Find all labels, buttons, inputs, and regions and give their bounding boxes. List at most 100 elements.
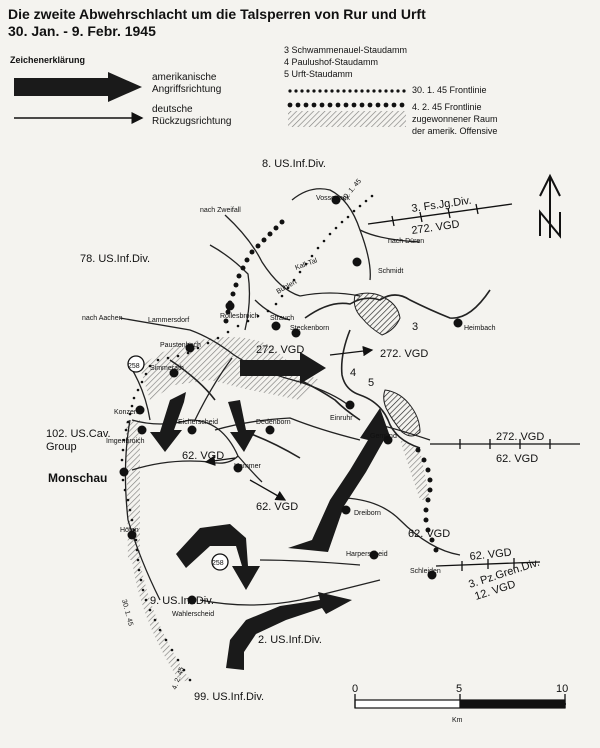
place-strauch: Strauch [270, 315, 294, 322]
town-schmidt [352, 257, 362, 267]
dam-number-3: 3 [412, 321, 418, 333]
town-steckenborn [291, 328, 301, 338]
place-lammersdorf: Lammersdorf [148, 317, 189, 324]
place-simmerath: Simmerath [150, 365, 184, 372]
town-schleiden [427, 570, 437, 580]
legend-dam-3: 3 Schwammenauel-Staudamm [284, 45, 408, 55]
town-monschau [119, 467, 129, 477]
place-gemuend: Gemünd [370, 433, 397, 440]
german-unit-boundaries [367, 203, 580, 571]
place-konzen: Konzen [114, 409, 138, 416]
town-rollesbroich [225, 301, 235, 311]
town-konzen [135, 405, 145, 415]
german-retreat-arrows [204, 345, 374, 501]
unit-272-vgd-center: 272. VGD [256, 344, 304, 356]
place-heimbach: Heimbach [464, 325, 496, 332]
place-rollesbroich: Rollesbroich [220, 313, 259, 320]
attack-arrow-einruhr [288, 408, 392, 552]
place-harperscheid: Harperscheid [346, 551, 388, 558]
legend-gained-area: zugewonnener Raum der amerik. Offensive [412, 114, 498, 136]
scale-label-5: 5 [456, 683, 462, 695]
place-hammer: Hammer [234, 463, 262, 470]
dam-number-5: 5 [368, 377, 374, 389]
unit-62-vgd-middle: 62. VGD [256, 501, 298, 513]
scale-label-10: 10 [556, 683, 568, 695]
legend-gained-area-swatch [288, 111, 406, 127]
place-buehlert: Bühlert [276, 279, 299, 296]
front-date-north: 30. 1. 45 [340, 178, 363, 203]
legend-retreat-label: deutsche Rückzugsrichtung [152, 104, 232, 127]
unit-62-vgd-west: 62. VGD [182, 450, 224, 462]
town-eicherscheid [187, 425, 197, 435]
unit-9-us-inf-div: 9. US.Inf.Div. [150, 595, 214, 607]
town-hoefen [127, 530, 137, 540]
legend-front-1: 30. 1. 45 Frontlinie [412, 85, 487, 95]
town-dedenborn [265, 425, 275, 435]
town-heimbach [453, 318, 463, 328]
title-line-2: 30. Jan. - 9. Febr. 1945 [8, 23, 156, 39]
scale-labels: 0 5 10 Km [352, 683, 568, 724]
unit-labels: 8. US.Inf.Div. 78. US.Inf.Div. 3. Fs.Jg.… [46, 158, 544, 703]
scale-label-0: 0 [352, 683, 358, 695]
town-lammersdorf [185, 343, 195, 353]
unit-62-vgd-south: 62. VGD [408, 528, 450, 540]
unit-272-vgd-east: 272. VGD [380, 348, 428, 360]
unit-3-fs-jg-div: 3. Fs.Jg.Div. [411, 195, 472, 215]
attack-arrow-wahlerscheid [226, 592, 352, 670]
place-imgenbroich: Imgenbroich [106, 438, 145, 445]
front-date-west: 30. 1. 45 [120, 599, 134, 627]
place-steckenborn: Steckenborn [290, 325, 329, 332]
legend-symbols [14, 72, 406, 127]
gained-area [126, 336, 430, 682]
unit-2-us-inf-div: 2. US.Inf.Div. [258, 634, 322, 646]
place-wahlerscheid: Wahlerscheid [172, 611, 214, 618]
town-strauch [271, 321, 281, 331]
place-eicherscheid: Eicherscheid [178, 419, 218, 426]
front-line-4-2-45 [223, 219, 439, 553]
route-258-south: 258 [212, 560, 224, 567]
place-monschau: Monschau [48, 471, 107, 485]
town-dreiborn [341, 505, 351, 515]
legend-attack-label: amerikanische Angriffsrichtung [152, 72, 222, 95]
legend-dam-5: 5 Urft-Staudamm [284, 69, 353, 79]
dam-number-4: 4 [350, 367, 356, 379]
place-dedenborn: Dedenborn [256, 419, 291, 426]
attack-arrow-dedenborn [228, 400, 256, 452]
town-gemuend [383, 435, 393, 445]
legend-dam-4: 4 Paulushof-Staudamm [284, 57, 379, 67]
towns [119, 195, 463, 605]
route-markers [127, 355, 229, 571]
legend-heading: Zeichenerklärung [10, 55, 86, 65]
place-schleiden: Schleiden [410, 568, 441, 575]
place-paustenbach: Paustenbach [160, 342, 201, 349]
town-vossenack [331, 195, 341, 205]
attack-arrow-steckenborn [240, 352, 326, 384]
unit-62-vgd-east: 62. VGD [496, 453, 538, 465]
place-kall-tal: Kall-Tal [294, 257, 318, 272]
town-simmerath [169, 368, 179, 378]
unit-99-us-inf-div: 99. US.Inf.Div. [194, 691, 264, 703]
american-attack-arrows [150, 352, 392, 670]
legend-front-2: 4. 2. 45 Frontlinie [412, 102, 482, 112]
town-harperscheid [369, 550, 379, 560]
place-einruhr: Einruhr [330, 415, 353, 422]
scale-bar [354, 694, 566, 709]
place-dreiborn: Dreiborn [354, 510, 381, 517]
unit-102-us-cav: 102. US.Cav. [46, 428, 111, 440]
place-hoefen: Höfen [120, 527, 139, 534]
place-schmidt: Schmidt [378, 268, 403, 275]
town-hammer [233, 463, 243, 473]
unit-272-vgd-north: 272. VGD [411, 218, 461, 237]
town-einruhr [345, 400, 355, 410]
attack-arrow-eicherscheid [150, 392, 186, 452]
title-line-1: Die zweite Abwehrschlacht um die Talsper… [8, 6, 426, 22]
north-arrow [539, 173, 561, 239]
attack-arrow-hoefen [176, 524, 260, 590]
place-nach-dueren: nach Düren [388, 238, 424, 245]
legend-front-2-dots [287, 102, 405, 108]
road-network [119, 188, 461, 606]
unit-78-us-inf-div: 78. US.Inf.Div. [80, 253, 150, 265]
unit-8-us-inf-div: 8. US.Inf.Div. [262, 158, 326, 170]
map-title: Die zweite Abwehrschlacht um die Talsper… [8, 6, 426, 40]
place-vossenack: Vossenack [316, 195, 350, 202]
